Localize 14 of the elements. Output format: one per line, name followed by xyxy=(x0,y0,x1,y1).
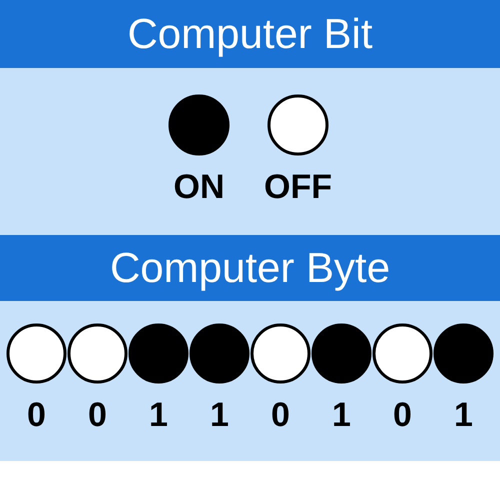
bit-label: 0 xyxy=(88,398,107,432)
section-title: Computer Bit xyxy=(127,13,373,55)
bit-label: 0 xyxy=(271,398,290,432)
bit-label: 1 xyxy=(332,398,351,432)
bit-label: 0 xyxy=(393,398,412,432)
title-band xyxy=(0,235,500,301)
bit-label: ON xyxy=(174,170,224,204)
title-band xyxy=(0,0,500,68)
section-title: Computer Byte xyxy=(110,247,390,289)
bit-label: OFF xyxy=(264,170,332,204)
bit-label: 1 xyxy=(454,398,473,432)
bit-label: 1 xyxy=(149,398,168,432)
bit-label: 1 xyxy=(210,398,229,432)
bit-label: 0 xyxy=(27,398,46,432)
